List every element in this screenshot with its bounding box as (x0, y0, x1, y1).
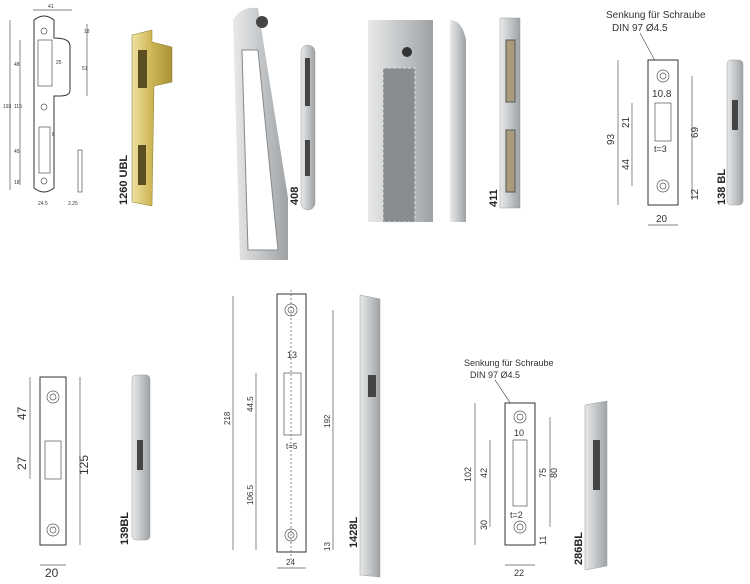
dim-text: 125 (77, 455, 91, 475)
dim-text: 42 (479, 468, 489, 478)
dim-text: 2.25 (68, 201, 78, 207)
photo-1260-ubl: 1260 UBL (118, 29, 173, 207)
dim-text: 27 (15, 456, 29, 470)
drawing-1260-ubl: 41 18 48 25 51 115 193 45 8 18 24.5 2.25 (3, 4, 90, 207)
product-label: 1260 UBL (118, 155, 130, 205)
product-label: 411 (488, 189, 500, 207)
product-label: 408 (289, 187, 301, 205)
photo-411: 411 (368, 17, 521, 223)
dim-text: 44 (621, 158, 632, 170)
dim-text: 8 (52, 132, 55, 138)
photo-408: 408 (233, 7, 316, 260)
dim-text: 25 (56, 60, 62, 66)
dim-text: 45 (14, 149, 20, 155)
dim-text: 24 (286, 558, 295, 567)
dim-text: 75 (538, 468, 548, 478)
note-text: Senkung für Schraube (464, 358, 554, 368)
dim-text: 18 (84, 29, 90, 35)
dim-text: 192 (323, 414, 332, 428)
dim-text: 106.5 (246, 484, 255, 505)
dim-text: 21 (621, 116, 632, 128)
note-text: DIN 97 Ø4.5 (470, 370, 520, 380)
dim-text: 115 (14, 104, 22, 110)
note-text: Senkung für Schraube (606, 10, 706, 21)
dim-text: 12 (690, 188, 701, 200)
dim-text: 24.5 (38, 201, 48, 207)
note-text: DIN 97 Ø4.5 (612, 23, 668, 34)
dim-text: 10 (514, 428, 524, 438)
dim-text: 22 (514, 568, 524, 578)
dim-text: 30 (479, 520, 489, 530)
product-label: 286BL (573, 532, 585, 565)
drawing-138-bl: Senkung für Schraube DIN 97 Ø4.5 10.8 93… (606, 10, 744, 226)
dim-text: 13 (323, 542, 332, 551)
dim-text: t=2 (510, 510, 523, 520)
dim-text: t=3 (654, 144, 667, 154)
dim-text: 80 (549, 468, 559, 478)
dim-text: 20 (45, 566, 59, 580)
dim-text: 47 (15, 406, 29, 420)
dim-text: 93 (606, 133, 617, 145)
dim-text: 44.5 (246, 396, 255, 412)
product-label: 1428L (348, 517, 360, 548)
dim-text: 10.8 (652, 89, 672, 100)
dim-text: t=5 (286, 442, 298, 451)
product-label: 139BL (119, 512, 131, 545)
drawing-139bl: 47 27 125 20 139BL (15, 374, 151, 580)
drawing-1428l: 218 13 44.5 192 t=5 106.5 13 24 1428L (223, 290, 381, 578)
dim-text: 13 (287, 350, 297, 360)
dim-text: 11 (538, 536, 548, 545)
product-label: 138 BL (716, 169, 728, 205)
dim-text: 18 (14, 180, 20, 186)
dim-text: 102 (463, 467, 473, 482)
dim-text: 193 (3, 104, 12, 110)
dim-text: 20 (656, 214, 668, 225)
dim-text: 218 (223, 411, 232, 425)
drawing-286bl: Senkung für Schraube DIN 97 Ø4.5 10 102 … (463, 358, 608, 578)
dim-text: 48 (14, 62, 20, 68)
dim-text: 41 (48, 4, 54, 10)
dim-text: 51 (82, 66, 88, 72)
dim-text: 69 (690, 126, 701, 138)
